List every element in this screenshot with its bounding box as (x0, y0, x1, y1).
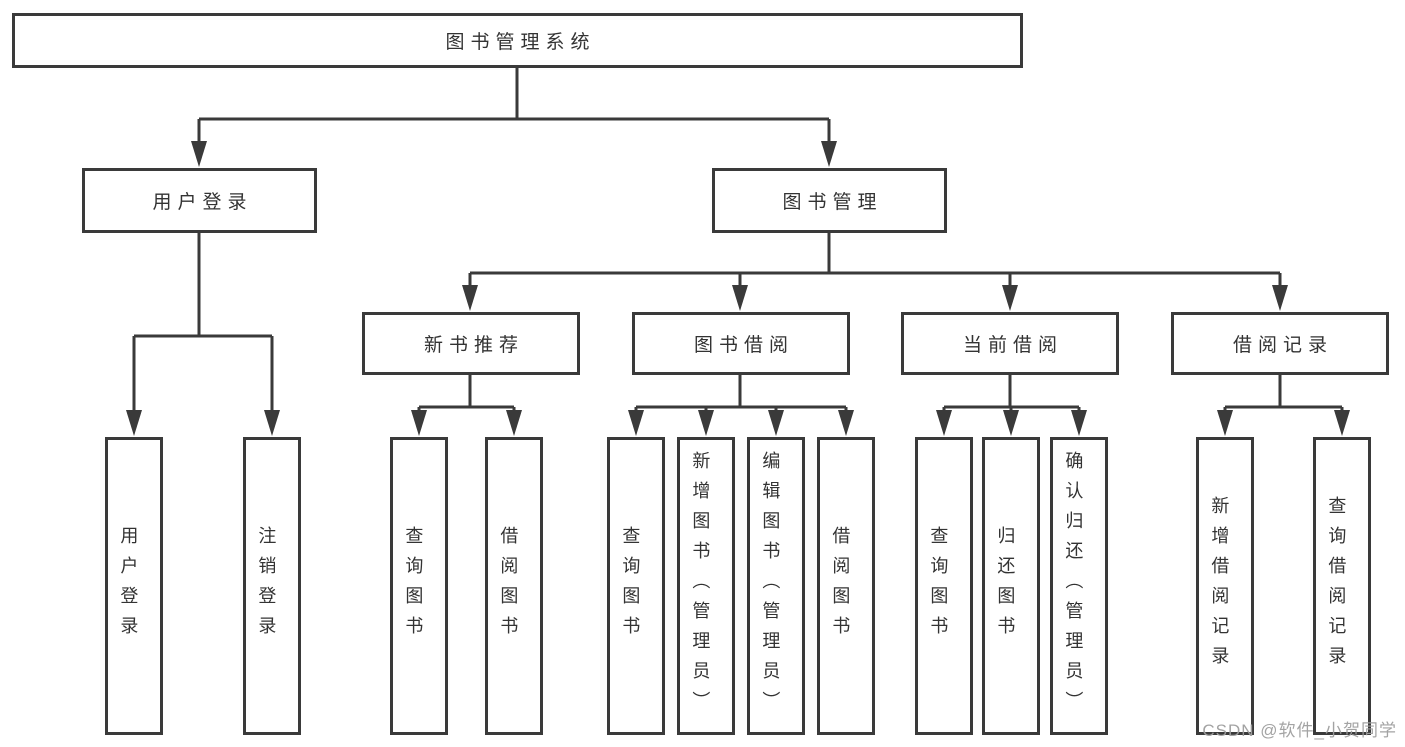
leaf-return-books-label: 归还图书 (995, 526, 1016, 646)
leaf-add-books-admin: 新增图书（管理员） (677, 437, 735, 735)
node-root: 图书管理系统 (12, 13, 1023, 68)
node-borrowing-records-label: 借阅记录 (1232, 335, 1333, 356)
leaf-add-borrow-record-label: 新增借阅记录 (1209, 496, 1230, 676)
leaf-query-borrow-record: 查询借阅记录 (1313, 437, 1371, 735)
node-root-label: 图书管理系统 (445, 32, 596, 53)
leaf-edit-books-admin: 编辑图书（管理员） (747, 437, 805, 735)
leaf-add-books-admin-label: 新增图书（管理员） (690, 451, 711, 721)
leaf-query-books-borrow-label: 查询图书 (620, 526, 641, 646)
leaf-borrow-books: 借阅图书 (817, 437, 875, 735)
leaf-borrow-books-label: 借阅图书 (830, 526, 851, 646)
node-book-borrowing-label: 图书借阅 (693, 335, 794, 356)
leaf-add-borrow-record: 新增借阅记录 (1196, 437, 1254, 735)
node-current-borrowing-label: 当前借阅 (962, 335, 1063, 356)
node-book-management-label: 图书管理 (782, 192, 883, 213)
node-new-book-recommendation-label: 新书推荐 (423, 335, 524, 356)
leaf-confirm-return-admin-label: 确认归还（管理员） (1063, 451, 1084, 721)
leaf-query-books-recommend-label: 查询图书 (403, 526, 424, 646)
node-book-management: 图书管理 (712, 168, 947, 233)
leaf-return-books: 归还图书 (982, 437, 1040, 735)
node-user-login: 用户登录 (82, 168, 317, 233)
leaf-user-login: 用户登录 (105, 437, 163, 735)
node-new-book-recommendation: 新书推荐 (362, 312, 580, 375)
leaf-query-books-current-label: 查询图书 (928, 526, 949, 646)
leaf-logout-label: 注销登录 (256, 526, 277, 646)
leaf-borrow-books-recommend-label: 借阅图书 (498, 526, 519, 646)
leaf-confirm-return-admin: 确认归还（管理员） (1050, 437, 1108, 735)
leaf-edit-books-admin-label: 编辑图书（管理员） (760, 451, 781, 721)
leaf-borrow-books-recommend: 借阅图书 (485, 437, 543, 735)
node-book-borrowing: 图书借阅 (632, 312, 850, 375)
leaf-query-borrow-record-label: 查询借阅记录 (1326, 496, 1347, 676)
node-borrowing-records: 借阅记录 (1171, 312, 1389, 375)
leaf-query-books-borrow: 查询图书 (607, 437, 665, 735)
leaf-logout: 注销登录 (243, 437, 301, 735)
leaf-query-books-current: 查询图书 (915, 437, 973, 735)
leaf-query-books-recommend: 查询图书 (390, 437, 448, 735)
node-current-borrowing: 当前借阅 (901, 312, 1119, 375)
arrowheads (126, 141, 1350, 436)
leaf-user-login-label: 用户登录 (118, 526, 139, 646)
node-user-login-label: 用户登录 (152, 192, 253, 213)
csdn-watermark: CSDN @软件_小贺同学 (1202, 721, 1397, 740)
